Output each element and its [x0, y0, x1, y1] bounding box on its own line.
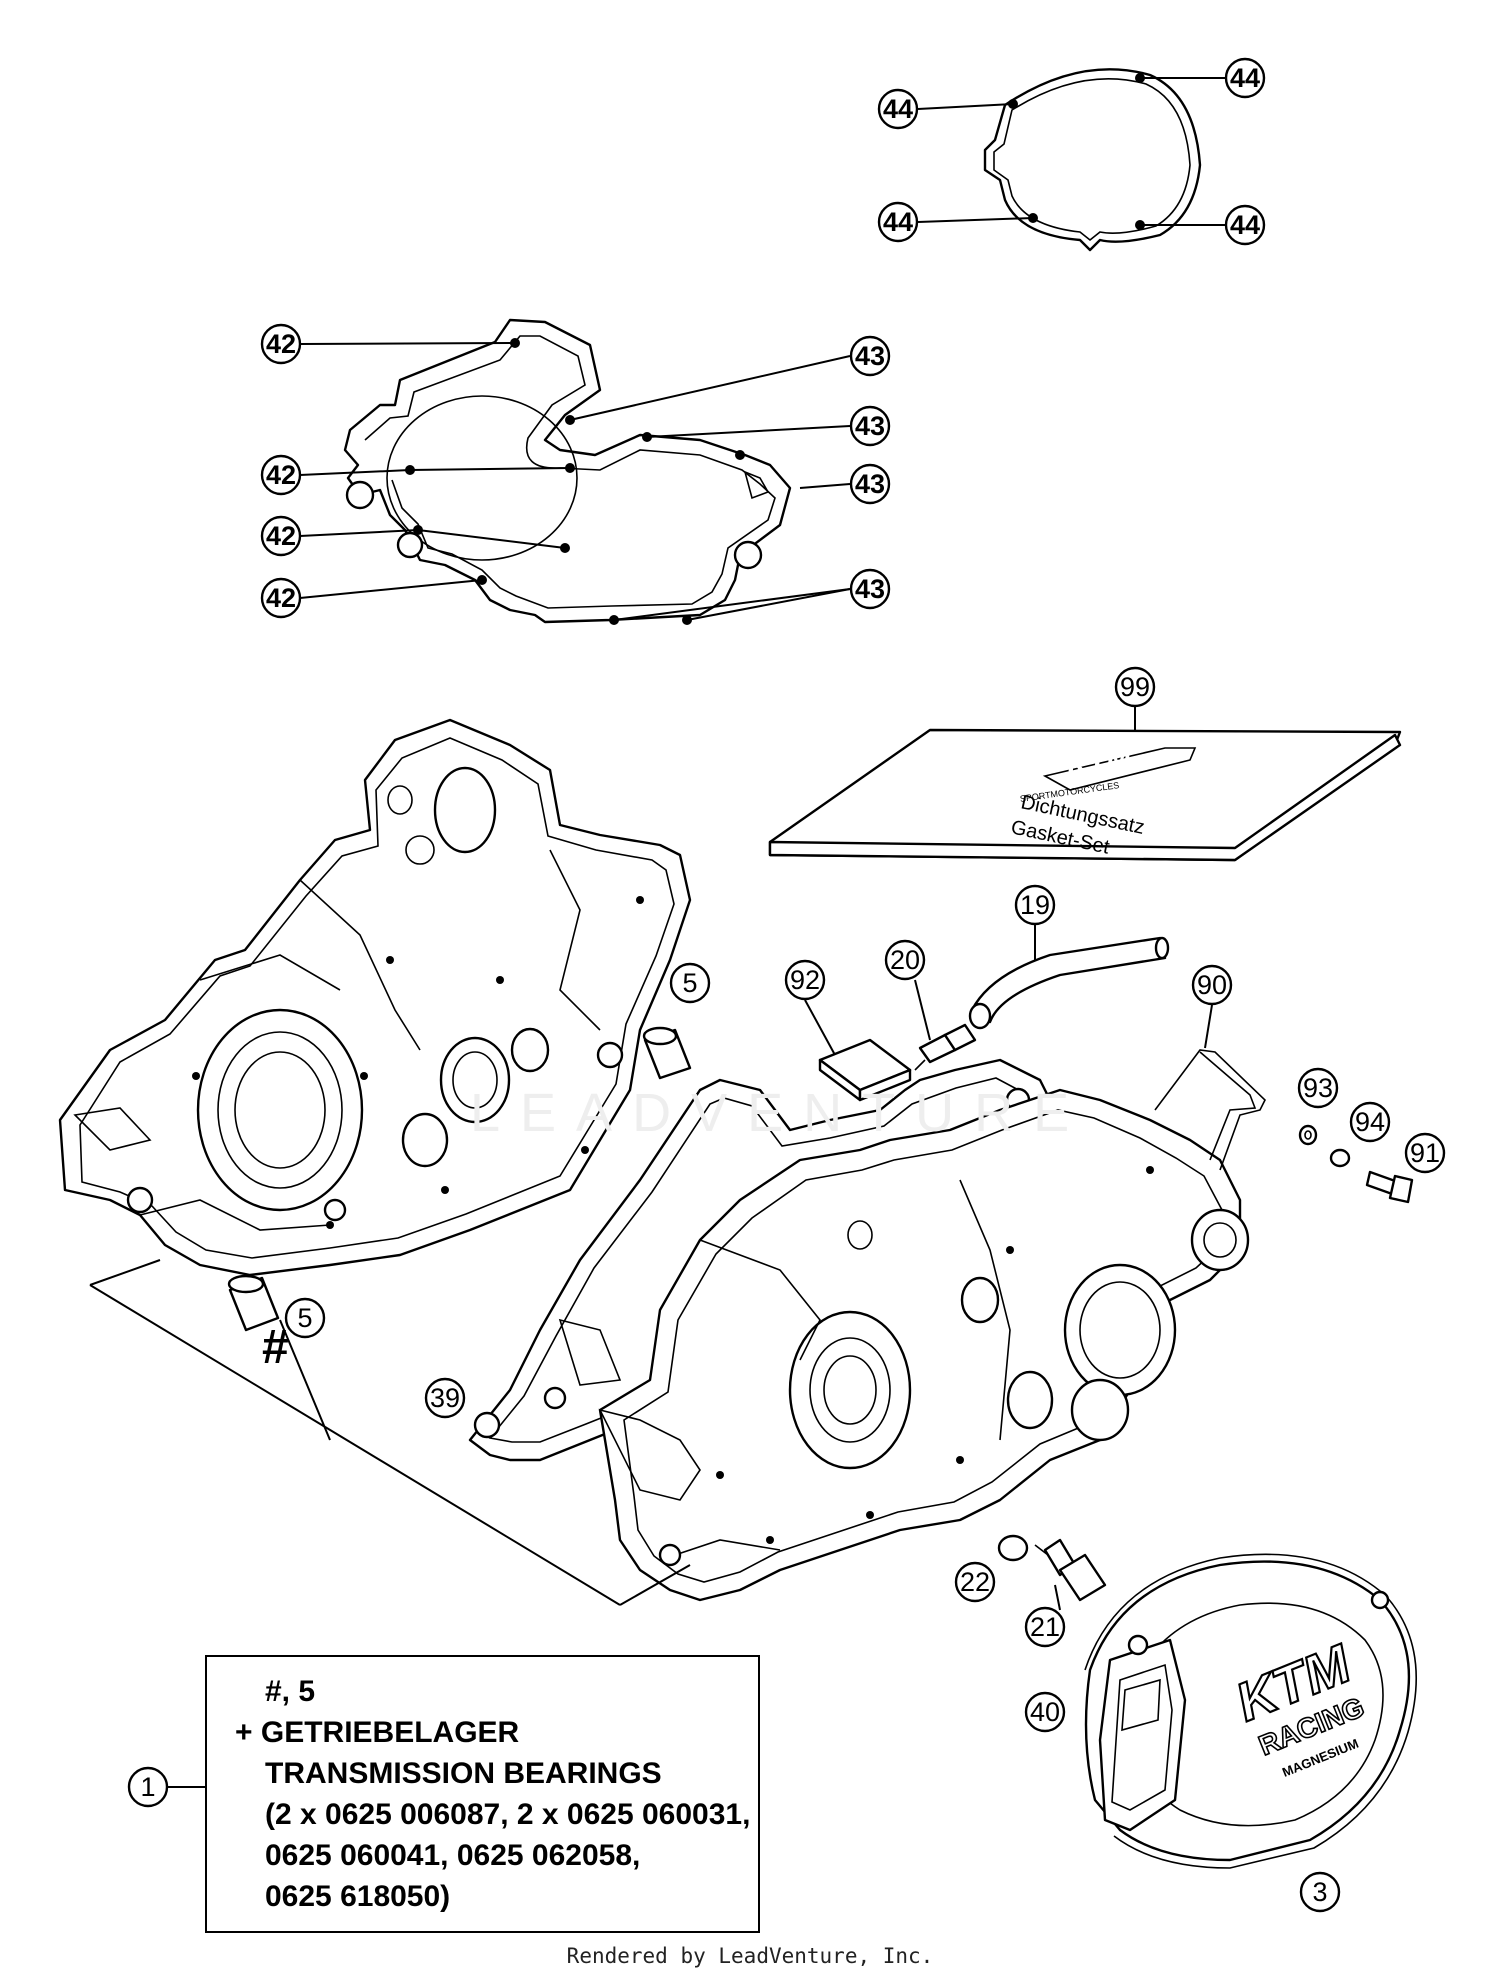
callout-94: 94 — [1349, 1101, 1391, 1143]
washer-93 — [1298, 1124, 1318, 1146]
callout-44-left-top: 44 — [877, 88, 919, 130]
svg-text:42: 42 — [266, 583, 296, 613]
vent-hose — [968, 936, 1170, 1030]
o-ring-94 — [1329, 1148, 1351, 1168]
svg-text:43: 43 — [855, 411, 885, 441]
note-line-3: TRANSMISSION BEARINGS — [265, 1757, 662, 1790]
callout-90: 90 — [1191, 964, 1233, 1006]
callout-91: 91 — [1404, 1132, 1446, 1174]
callout-3: 3 — [1299, 1871, 1341, 1913]
svg-text:42: 42 — [266, 329, 296, 359]
wire-clip — [1154, 1049, 1266, 1171]
callout-93: 93 — [1297, 1067, 1339, 1109]
note-line-1: #, 5 — [265, 1675, 316, 1708]
leader-lines-44 — [917, 77, 1225, 226]
callout-44-right-bottom: 44 — [1224, 204, 1266, 246]
note-line-2: + GETRIEBELAGER — [235, 1716, 520, 1749]
left-crankcase-half — [58, 718, 692, 1277]
ignition-cover-gasket — [983, 68, 1202, 252]
svg-text:20: 20 — [890, 945, 920, 975]
svg-text:92: 92 — [790, 965, 820, 995]
callout-1: 1 — [127, 1766, 169, 1808]
callout-22: 22 — [954, 1561, 996, 1603]
seal-ring-22 — [997, 1534, 1029, 1562]
gasket-set-envelope — [768, 728, 1402, 862]
callout-40: 40 — [1024, 1691, 1066, 1733]
hash-mark: # — [262, 1321, 289, 1374]
svg-text:43: 43 — [855, 469, 885, 499]
callout-42-d: 42 — [260, 577, 302, 619]
callout-19: 19 — [1014, 884, 1056, 926]
callout-92: 92 — [784, 959, 826, 1001]
callout-39: 39 — [424, 1377, 466, 1419]
screw-91 — [1365, 1170, 1414, 1204]
svg-text:90: 90 — [1197, 970, 1227, 1000]
callout-43-b: 43 — [849, 405, 891, 447]
svg-text:42: 42 — [266, 521, 296, 551]
svg-text:94: 94 — [1355, 1107, 1385, 1137]
callout-5-lower: 5 — [284, 1297, 326, 1339]
note-line-5: 0625 060041, 0625 062058, — [265, 1839, 641, 1872]
svg-text:91: 91 — [1410, 1138, 1440, 1168]
leader-lines-42-43 — [299, 342, 851, 621]
rendered-by-footer: Rendered by LeadVenture, Inc. — [566, 1944, 934, 1968]
right-crankcase-half — [598, 1088, 1250, 1602]
ignition-cover — [1084, 1553, 1417, 1869]
svg-text:1: 1 — [140, 1772, 155, 1802]
svg-text:99: 99 — [1120, 672, 1150, 702]
svg-text:3: 3 — [1312, 1877, 1327, 1907]
part-note-box: #, 5 + GETRIEBELAGER TRANSMISSION BEARIN… — [205, 1655, 760, 1933]
svg-text:21: 21 — [1030, 1612, 1060, 1642]
callout-99: 99 — [1114, 666, 1156, 708]
hash-bracket-lines — [89, 1259, 691, 1606]
leadventure-watermark: LEADVENTURE — [470, 1083, 1090, 1143]
svg-text:5: 5 — [297, 1303, 312, 1333]
callout-42-b: 42 — [260, 454, 302, 496]
callout-43-c: 43 — [849, 463, 891, 505]
callout-43-a: 43 — [849, 335, 891, 377]
svg-text:39: 39 — [430, 1383, 460, 1413]
crankcase-gasket — [343, 318, 792, 625]
callout-20: 20 — [884, 939, 926, 981]
svg-text:5: 5 — [682, 968, 697, 998]
dowel-sleeve-lower — [227, 1274, 280, 1332]
note-line-6: 0625 618050) — [265, 1880, 451, 1913]
callout-42-c: 42 — [260, 515, 302, 557]
callout-42-a: 42 — [260, 323, 302, 365]
svg-text:43: 43 — [855, 341, 885, 371]
svg-text:44: 44 — [1230, 210, 1260, 240]
callout-5-upper: 5 — [669, 962, 711, 1004]
svg-text:42: 42 — [266, 460, 296, 490]
callout-44-right-top: 44 — [1224, 57, 1266, 99]
block-insert — [818, 1038, 912, 1102]
callout-21: 21 — [1024, 1606, 1066, 1648]
svg-text:40: 40 — [1030, 1697, 1060, 1727]
callout-44-left-bottom: 44 — [877, 201, 919, 243]
svg-text:44: 44 — [883, 207, 913, 237]
svg-text:19: 19 — [1020, 890, 1050, 920]
hose-fitting — [914, 1023, 977, 1071]
drain-plug-21 — [1034, 1538, 1107, 1602]
dowel-sleeve-upper — [642, 1026, 692, 1080]
svg-text:44: 44 — [1230, 63, 1260, 93]
callout-43-d: 43 — [849, 568, 891, 610]
svg-text:22: 22 — [960, 1567, 990, 1597]
svg-text:93: 93 — [1303, 1073, 1333, 1103]
svg-text:43: 43 — [855, 574, 885, 604]
note-line-4: (2 x 0625 006087, 2 x 0625 060031, — [265, 1798, 751, 1831]
svg-text:44: 44 — [883, 94, 913, 124]
